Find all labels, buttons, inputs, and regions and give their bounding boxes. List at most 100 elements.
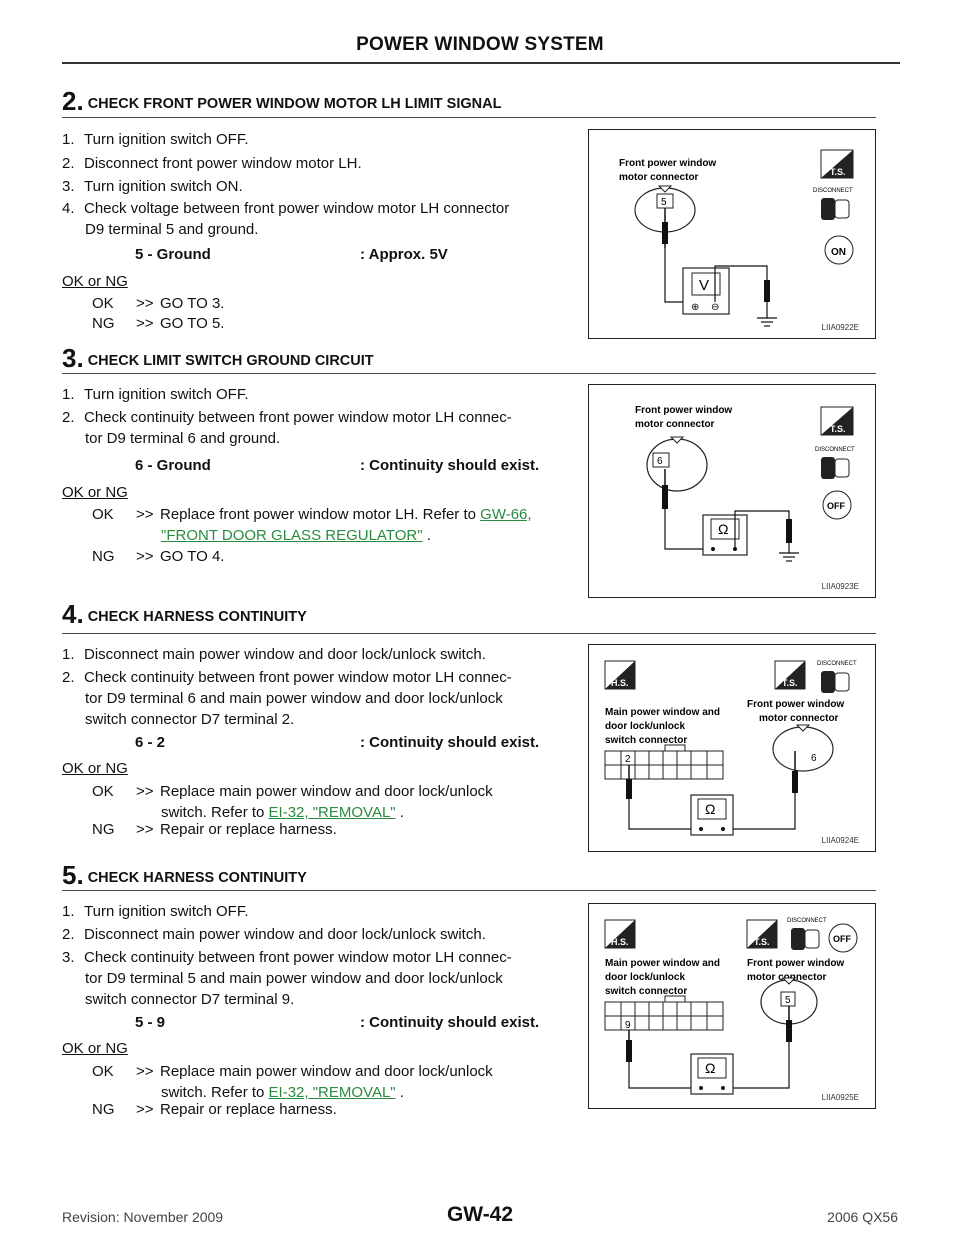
figure-id: LIIA0922E	[821, 323, 859, 332]
figure-caption: motor connector	[759, 713, 839, 724]
wire	[729, 1042, 790, 1089]
figure-id: LIIA0924E	[821, 836, 859, 845]
ignition-key-icon	[824, 235, 854, 265]
wire	[714, 265, 768, 302]
probe-tip	[626, 1040, 632, 1062]
meter-symbol: Ω	[705, 801, 715, 817]
figure-caption: switch connector	[605, 735, 687, 746]
terminal-cavity	[652, 452, 670, 468]
terminal-number: 9	[625, 1020, 631, 1031]
reference-link[interactable]: EI-32, "REMOVAL"	[268, 1084, 396, 1101]
disconnect-label: DISCONNECT	[787, 918, 827, 924]
result-ok: OK>>Replace main power window and door l…	[92, 783, 493, 821]
figure-caption: Main power window and	[605, 958, 720, 969]
connector-latch	[669, 436, 685, 444]
step-item: 2.Disconnect front power window motor LH…	[62, 155, 362, 172]
key-label: ON	[831, 247, 846, 258]
section-3-heading: 3.CHECK LIMIT SWITCH GROUND CIRCUIT	[62, 343, 876, 374]
meter-symbol: Ω	[705, 1060, 715, 1076]
spec-value: : Continuity should exist.	[360, 1014, 540, 1031]
key-label: OFF	[833, 934, 851, 944]
reference-link[interactable]: GW-66,	[480, 506, 532, 523]
disconnect-label: DISCONNECT	[813, 188, 853, 194]
result-ng: NG>>GO TO 4.	[92, 548, 225, 565]
reference-link[interactable]: "FRONT DOOR GLASS REGULATOR"	[161, 527, 423, 544]
wire	[729, 793, 796, 830]
spec-value: : Approx. 5V	[360, 246, 448, 263]
disconnect-label: DISCONNECT	[815, 447, 855, 453]
probe-tip	[792, 771, 798, 793]
section-2-heading: 2.CHECK FRONT POWER WINDOW MOTOR LH LIMI…	[62, 86, 876, 117]
disconnect-label: DISCONNECT	[817, 661, 857, 667]
figure-caption: motor connector	[635, 419, 715, 430]
step-item: 1.Disconnect main power window and door …	[62, 646, 486, 663]
connector-latch	[657, 185, 673, 193]
figure-caption: Front power window	[619, 158, 716, 169]
section-title: CHECK HARNESS CONTINUITY	[87, 870, 307, 886]
ts-label: T.S.	[830, 167, 846, 177]
section-divider	[62, 890, 876, 891]
meter-symbol: V	[699, 277, 709, 294]
meter-display	[697, 1057, 727, 1079]
section-divider	[62, 373, 876, 374]
ignition-key-icon	[822, 490, 852, 520]
probe-tip	[662, 222, 668, 244]
figure-caption: Front power window	[747, 699, 844, 710]
disconnect-icon	[821, 671, 835, 693]
spec-value: : Continuity should exist.	[360, 734, 540, 751]
section-number: 4.	[62, 599, 84, 629]
figure-caption: motor connector	[619, 172, 699, 183]
disconnect-icon	[821, 198, 835, 220]
spec-value: : Continuity should exist.	[360, 457, 540, 474]
figure-caption: door lock/unlock	[605, 972, 685, 983]
probe-tip	[626, 779, 632, 799]
section-number: 5.	[62, 860, 84, 890]
step-item: 2.Check continuity between front power w…	[62, 409, 512, 447]
terminal-number: 5	[661, 197, 667, 208]
step-item: 2.Check continuity between front power w…	[62, 669, 512, 728]
figure-id: LIIA0925E	[821, 1093, 859, 1102]
step-item: 1.Turn ignition switch OFF.	[62, 131, 249, 148]
page-number: GW-42	[446, 1203, 514, 1226]
spec-label: 6 - 2	[135, 734, 166, 751]
probe-tip	[786, 1020, 792, 1042]
ignition-key-icon	[828, 923, 858, 953]
figure-caption: Main power window and	[605, 707, 720, 718]
wiring-diagram: H.S. Main power window and door lock/unl…	[604, 918, 858, 1095]
step-item: 1.Turn ignition switch OFF.	[62, 903, 249, 920]
meter-display	[691, 272, 721, 296]
wire	[734, 510, 790, 549]
ok-or-ng-label: OK or NG	[62, 760, 128, 777]
terminal-number: 5	[785, 995, 791, 1006]
ts-label: T.S.	[830, 424, 846, 434]
connector-shape	[772, 726, 834, 772]
probe-tip	[662, 485, 668, 509]
figure-id: LIIA0923E	[821, 582, 859, 591]
spec-label: 5 - 9	[135, 1014, 166, 1031]
step-item: 2.Disconnect main power window and door …	[62, 926, 486, 943]
figure-voltage-check: Front power window motor connector 5 V ⊕…	[588, 129, 876, 339]
wire	[664, 248, 685, 303]
probe-tip	[764, 280, 770, 302]
section-divider	[62, 633, 876, 634]
section-4-heading: 4.CHECK HARNESS CONTINUITY	[62, 599, 876, 630]
result-ng: NG>>Repair or replace harness.	[92, 1101, 337, 1118]
wiring-diagram: Front power window motor connector 5 V ⊕…	[619, 149, 854, 327]
title-divider	[62, 62, 900, 64]
ok-or-ng-label: OK or NG	[62, 1040, 128, 1057]
meter-display	[697, 798, 727, 820]
disconnect-icon	[791, 928, 805, 950]
section-number: 2.	[62, 86, 84, 116]
figure-caption: Front power window	[635, 405, 732, 416]
svg-text:⊕: ⊕	[691, 302, 699, 313]
ok-or-ng-label: OK or NG	[62, 484, 128, 501]
probe-tip	[786, 519, 792, 543]
wire	[628, 1062, 695, 1089]
page-title: POWER WINDOW SYSTEM	[356, 34, 604, 55]
result-ng: NG>>Repair or replace harness.	[92, 821, 337, 838]
step-item: 1.Turn ignition switch OFF.	[62, 386, 249, 403]
section-5-heading: 5.CHECK HARNESS CONTINUITY	[62, 860, 876, 891]
revision-date: Revision: November 2009	[62, 1209, 224, 1225]
figure-harness-check-2: H.S. Main power window and door lock/unl…	[588, 903, 876, 1109]
reference-link[interactable]: EI-32, "REMOVAL"	[268, 804, 396, 821]
